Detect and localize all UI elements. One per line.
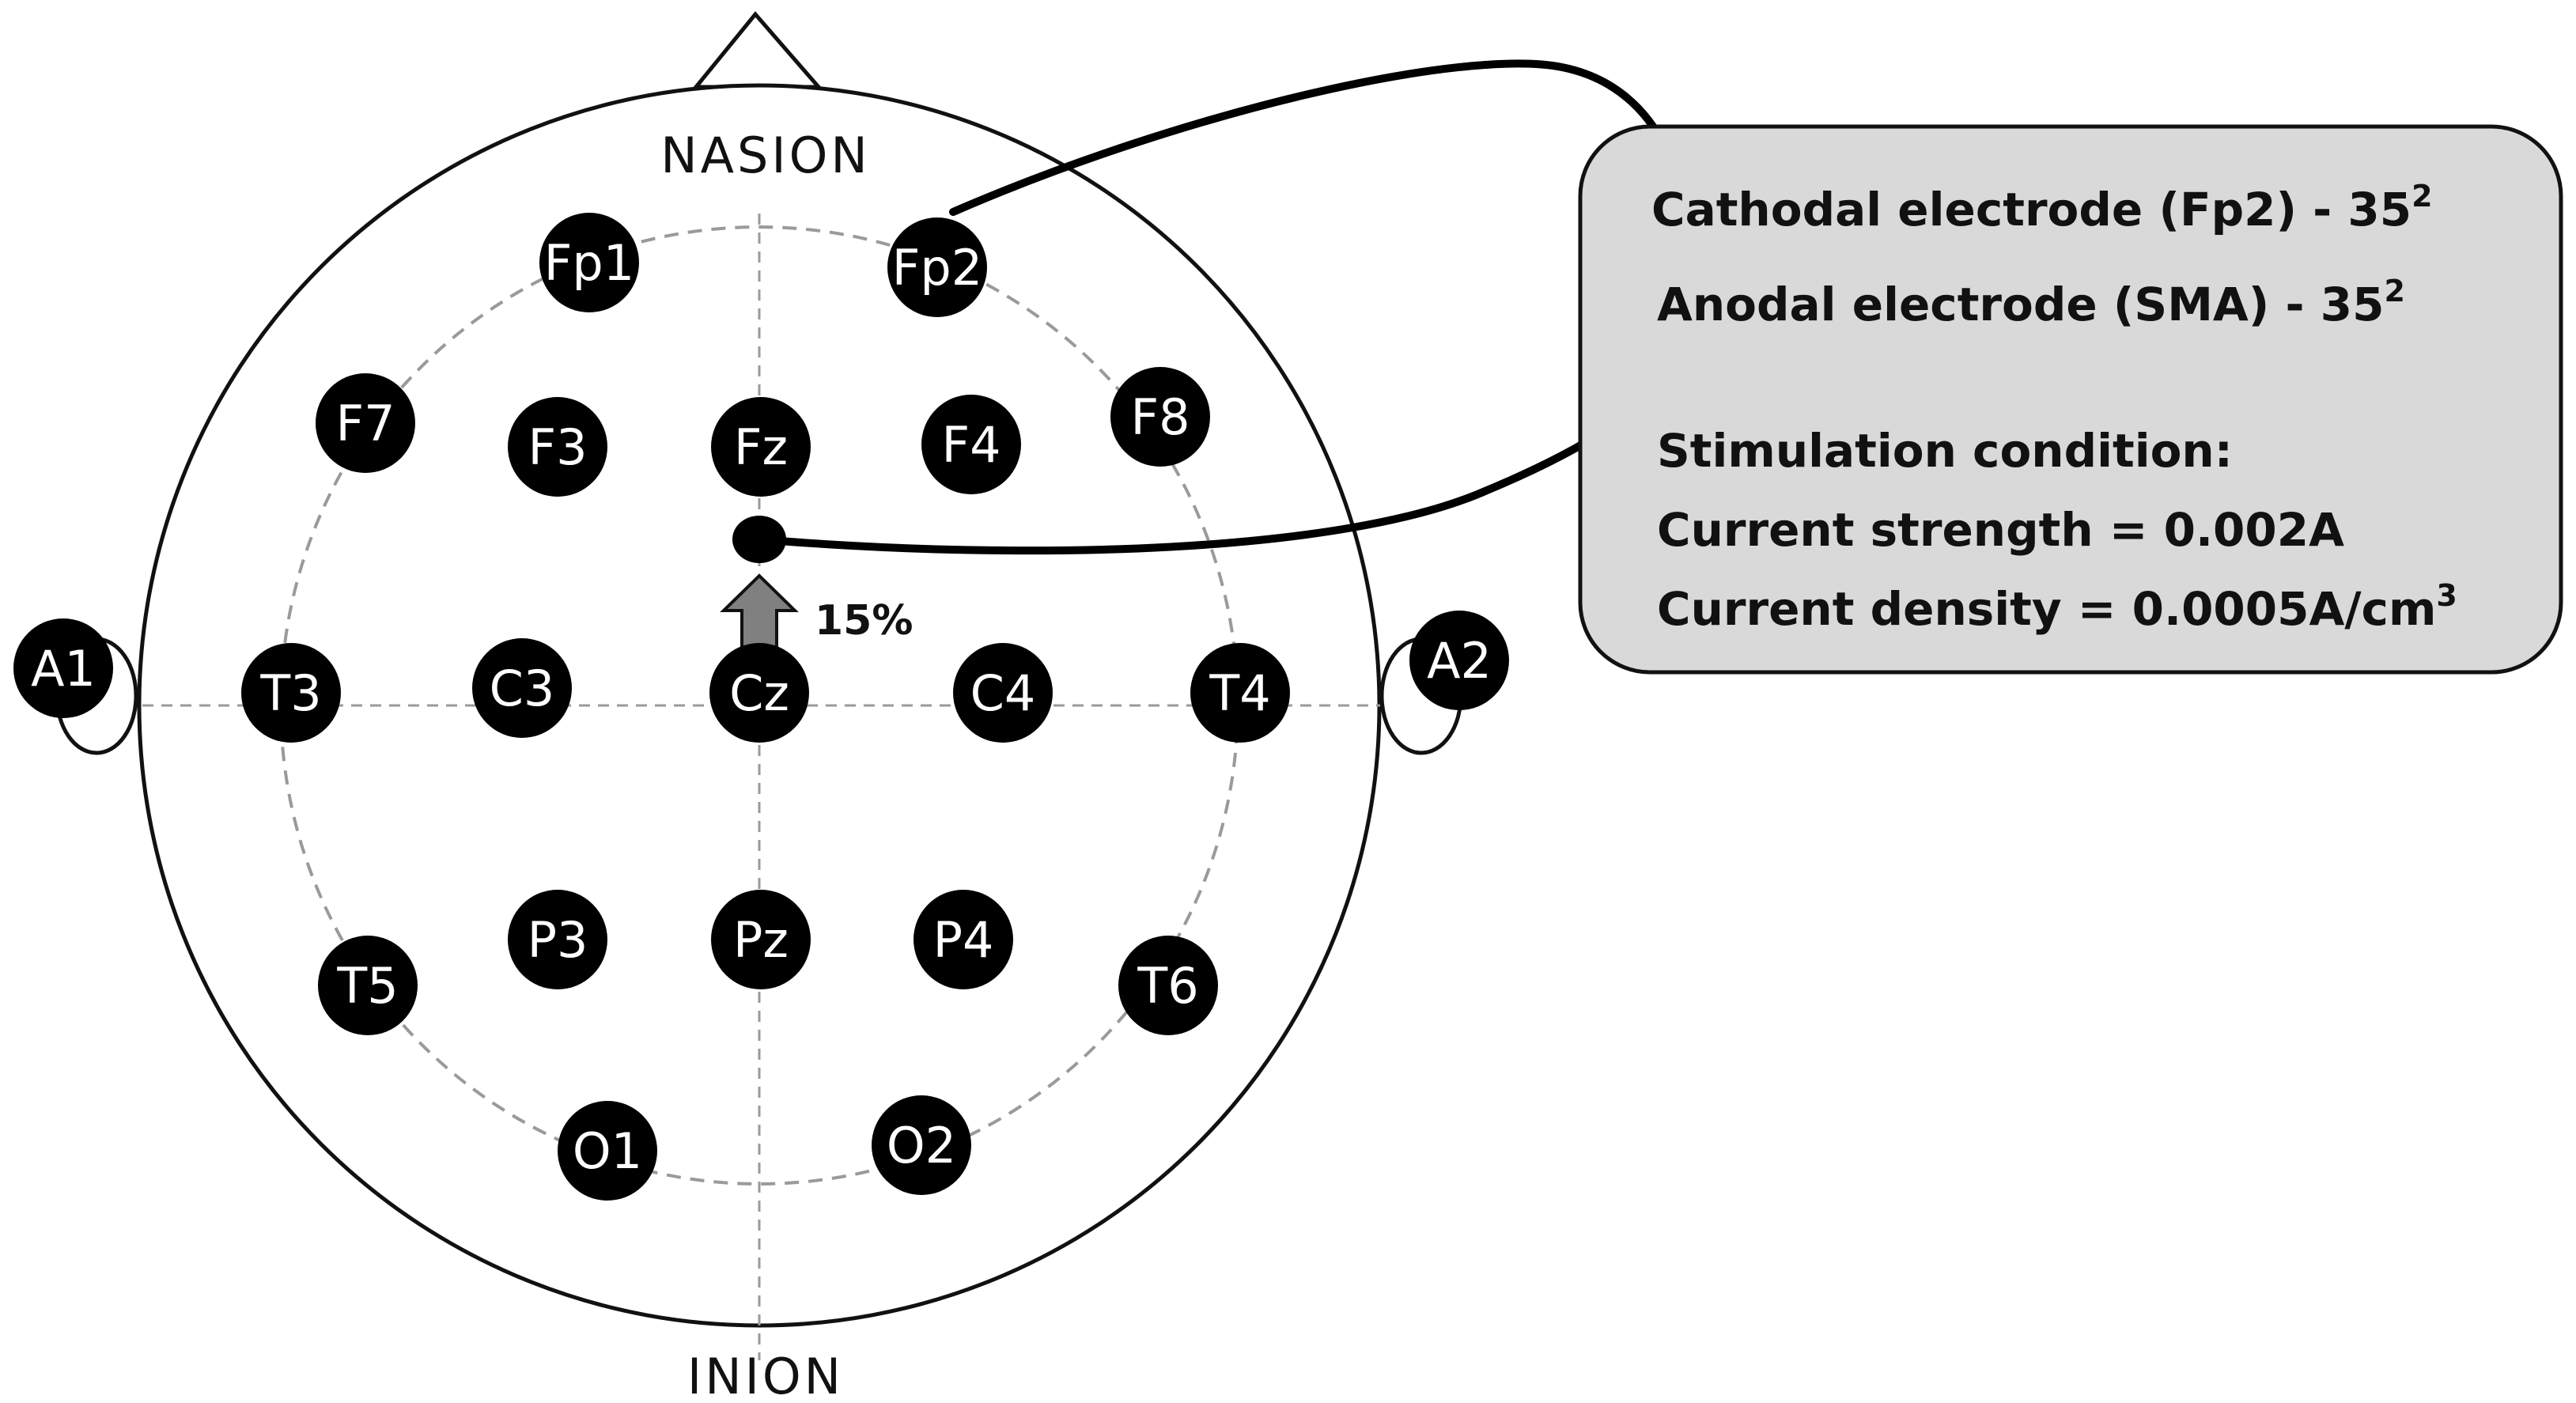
condition-heading: Stimulation condition: — [1657, 424, 2233, 478]
electrode-dot-f3 — [508, 397, 607, 497]
current-density-text: Current density = 0.0005A/cm — [1657, 582, 2436, 636]
electrode-label-p4: P4 — [933, 911, 994, 969]
electrode-dot-t5 — [318, 936, 418, 1035]
electrode-f8: F8 — [1110, 367, 1210, 467]
electrode-label-pz: Pz — [733, 911, 789, 969]
electrode-dot-fp2 — [887, 217, 987, 317]
electrode-label-t4: T4 — [1209, 664, 1270, 722]
current-density-line: Current density = 0.0005A/cm3 — [1657, 578, 2457, 636]
electrode-label-f3: F3 — [528, 418, 587, 476]
electrode-label-c4: C4 — [970, 664, 1036, 722]
nose-triangle — [691, 11, 823, 89]
electrode-dot-t3 — [241, 643, 341, 743]
electrode-label-fz: Fz — [734, 418, 788, 476]
sma-electrode — [732, 516, 786, 563]
electrode-label-o1: O1 — [573, 1122, 642, 1180]
cathodal-line: Cathodal electrode (Fp2) - 352 — [1651, 179, 2433, 236]
cathodal-text: Cathodal electrode (Fp2) - 35 — [1651, 183, 2411, 236]
shift-percentage: 15% — [815, 597, 913, 645]
nasion-label: NASION — [660, 127, 871, 184]
cathode-wire — [949, 59, 1673, 216]
electrode-dot-a1 — [13, 618, 113, 718]
electrode-label-fp1: Fp1 — [544, 234, 634, 292]
electrode-p4: P4 — [914, 890, 1013, 989]
electrode-pz: Pz — [711, 890, 811, 989]
electrode-t3: T3 — [241, 643, 341, 743]
electrode-label-t3: T3 — [259, 664, 321, 722]
electrode-dot-p3 — [508, 890, 607, 989]
electrode-p3: P3 — [508, 890, 607, 989]
electrode-label-fp2: Fp2 — [892, 239, 982, 297]
electrode-dot-f8 — [1110, 367, 1210, 467]
electrode-dot-c4 — [953, 643, 1053, 743]
electrode-dot-a2 — [1409, 611, 1509, 710]
electrode-label-c3: C3 — [490, 660, 555, 717]
electrode-dot-f7 — [316, 373, 415, 473]
electrode-dot-fp1 — [539, 213, 639, 312]
electrode-c4: C4 — [953, 643, 1053, 743]
current-density-superscript: 3 — [2436, 578, 2457, 613]
electrode-a2: A2 — [1409, 611, 1509, 710]
electrode-label-a2: A2 — [1427, 632, 1492, 690]
electrode-label-f7: F7 — [335, 395, 395, 452]
cathodal-superscript: 2 — [2411, 179, 2432, 214]
electrode-label-cz: Cz — [729, 664, 789, 722]
electrode-dot-c3 — [472, 638, 572, 738]
electrode-dot-pz — [711, 890, 811, 989]
electrode-cz: Cz — [709, 643, 809, 743]
electrode-dot-t4 — [1190, 643, 1290, 743]
electrode-a1: A1 — [13, 618, 113, 718]
anodal-line: Anodal electrode (SMA) - 352 — [1657, 274, 2405, 331]
anodal-text: Anodal electrode (SMA) - 35 — [1657, 278, 2384, 331]
electrode-label-o2: O2 — [887, 1117, 956, 1174]
electrode-dot-p4 — [914, 890, 1013, 989]
electrode-t6: T6 — [1118, 936, 1218, 1035]
electrode-label-t5: T5 — [336, 957, 398, 1015]
electrode-dot-f4 — [921, 395, 1021, 494]
electrode-label-t6: T6 — [1137, 957, 1198, 1015]
anodal-superscript: 2 — [2384, 274, 2404, 308]
electrode-dot-fz — [711, 397, 811, 497]
electrode-dot-cz — [709, 643, 809, 743]
electrode-label-a1: A1 — [31, 640, 96, 698]
electrode-dot-t6 — [1118, 936, 1218, 1035]
electrode-t4: T4 — [1190, 643, 1290, 743]
current-strength: Current strength = 0.002A — [1657, 503, 2344, 557]
electrode-label-f4: F4 — [941, 416, 1001, 474]
electrode-label-p3: P3 — [528, 911, 588, 969]
electrode-f3: F3 — [508, 397, 607, 497]
electrode-f7: F7 — [316, 373, 415, 473]
electrode-dot-o2 — [872, 1095, 971, 1195]
electrode-c3: C3 — [472, 638, 572, 738]
electrode-fp2: Fp2 — [887, 217, 987, 317]
electrode-dot-o1 — [558, 1101, 657, 1201]
electrode-label-f8: F8 — [1130, 388, 1190, 446]
inion-label: INION — [687, 1348, 844, 1399]
electrode-fz: Fz — [711, 397, 811, 497]
electrode-o1: O1 — [558, 1101, 657, 1201]
electrode-o2: O2 — [872, 1095, 971, 1195]
info-box — [1578, 124, 2563, 675]
electrode-f4: F4 — [921, 395, 1021, 494]
electrode-fp1: Fp1 — [539, 213, 639, 312]
electrode-t5: T5 — [318, 936, 418, 1035]
